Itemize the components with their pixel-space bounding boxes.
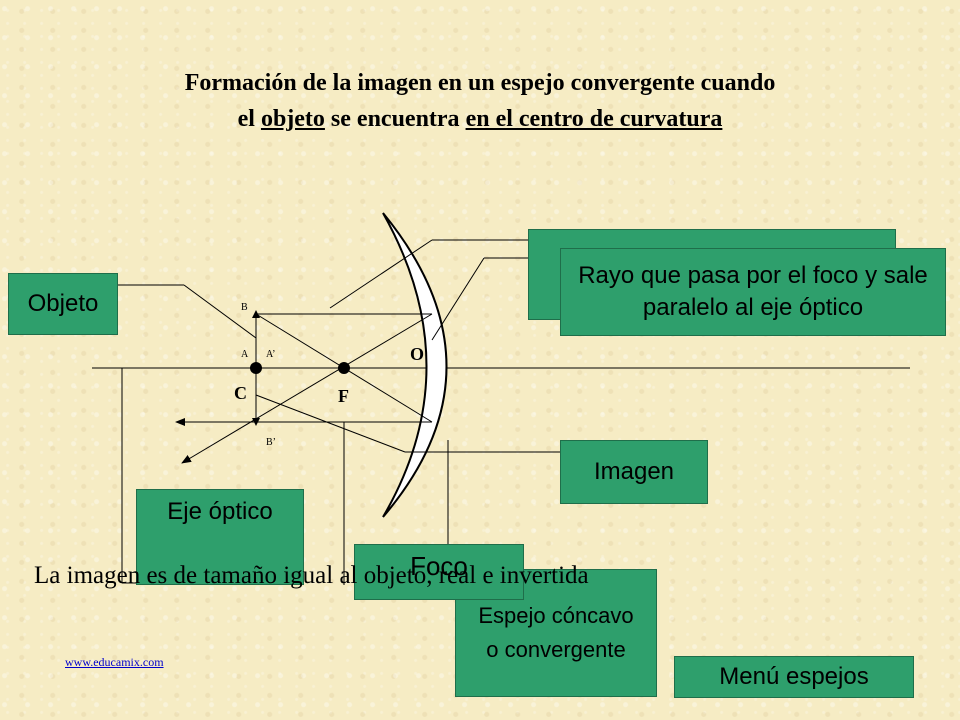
label-f: F (338, 386, 349, 406)
objeto-box[interactable]: Objeto (8, 273, 118, 335)
title-prefix: el (237, 106, 261, 132)
eje-optico-box[interactable]: Eje óptico (136, 489, 304, 585)
leader-objeto-2 (183, 284, 257, 339)
point-f (338, 362, 350, 374)
label-b: B (241, 302, 248, 313)
leader-rayo-foco-2 (431, 257, 485, 341)
menu-espejos-button[interactable]: Menú espejos (674, 656, 914, 698)
educamix-link[interactable]: www.educamix.com (65, 655, 164, 669)
label-c: C (234, 383, 247, 403)
foco-box[interactable]: Foco (354, 544, 524, 600)
title-line-2: el objeto se encuentra en el centro de c… (0, 102, 960, 136)
label-a: A (241, 349, 249, 360)
title-centro: en el centro de curvatura (465, 106, 723, 132)
title-line-1: Formación de la imagen en un espejo conv… (184, 70, 776, 96)
concave-mirror (382, 212, 448, 518)
point-c (250, 362, 262, 374)
label-b-prime: B’ (266, 437, 276, 448)
label-o: O (410, 344, 425, 364)
conclusion-text: La imagen es de tamaño igual al objeto, … (34, 562, 589, 589)
title-objeto: objeto (260, 106, 325, 132)
imagen-box[interactable]: Imagen (560, 440, 708, 504)
ray-vertex (329, 239, 433, 309)
rayo-foco-box[interactable]: Rayo que pasa por el foco y sale paralel… (560, 248, 946, 336)
title-middle: se encuentra (324, 106, 466, 132)
leader-imagen-2 (255, 394, 406, 453)
ray-parallel-reflected (181, 313, 433, 464)
label-a-prime: A’ (266, 349, 276, 360)
